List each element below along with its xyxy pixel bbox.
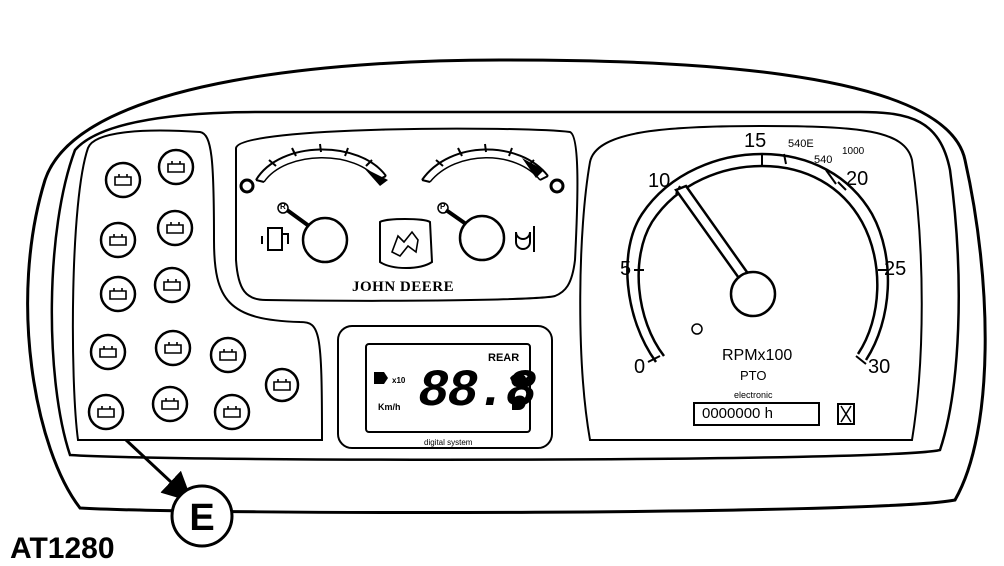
pto-speed-icon — [374, 372, 388, 384]
callout-circle — [170, 484, 234, 548]
pto-mark-1000: 1000 — [842, 146, 865, 157]
coolant-temp-icon — [515, 226, 535, 252]
fuel-gauge — [239, 143, 388, 264]
tach-label-15: 15 — [744, 130, 767, 152]
indicator-panel — [71, 129, 324, 441]
hour-meter-value: 0000000 h — [702, 405, 773, 422]
hourglass-icon — [837, 403, 855, 425]
digital-lcd — [365, 343, 531, 433]
lcd-direction: REAR — [488, 352, 520, 364]
lcd-multiplier: x10 — [392, 376, 406, 385]
tachometer-needle — [674, 184, 777, 318]
cluster-outer-housing — [26, 58, 987, 515]
tach-label-25: 25 — [884, 258, 907, 280]
temp-gauge-marker: P — [440, 202, 446, 211]
fuel-pump-icon — [261, 227, 289, 251]
digital-panel — [337, 325, 553, 449]
hour-meter-box — [693, 402, 820, 426]
temperature-gauge — [421, 143, 565, 262]
callout-leader — [124, 438, 193, 503]
tach-label-5: 5 — [620, 258, 632, 280]
turtle-icon — [512, 395, 526, 410]
lcd-reading: 88.8 — [418, 362, 537, 421]
fuel-gauge-marker: R — [280, 202, 286, 211]
tach-label-0: 0 — [634, 356, 646, 378]
tach-unit-label: RPMx100 — [722, 347, 793, 364]
tach-label-30: 30 — [868, 356, 891, 378]
tach-indicator-dot — [691, 323, 703, 335]
figure-label: AT1280 — [10, 532, 115, 565]
tach-pto-label: PTO — [740, 368, 767, 383]
pto-mark-540e: 540E — [788, 138, 814, 150]
tach-panel — [579, 124, 923, 441]
lcd-unit: Km/h — [378, 402, 401, 412]
cluster-inner-rim — [50, 110, 960, 461]
rabbit-icon — [510, 373, 530, 387]
pto-mark-540: 540 — [814, 154, 833, 166]
tach-label-10: 10 — [648, 170, 671, 192]
gauge-panel — [235, 127, 579, 302]
digital-caption: digital system — [424, 438, 473, 447]
tachometer-scale — [626, 152, 890, 365]
callout-letter: E — [189, 497, 214, 539]
tach-label-20: 20 — [846, 168, 869, 190]
brand-name: JOHN DEERE — [352, 279, 455, 295]
tach-small-label: electronic — [734, 390, 773, 400]
john-deere-logo — [379, 218, 434, 269]
